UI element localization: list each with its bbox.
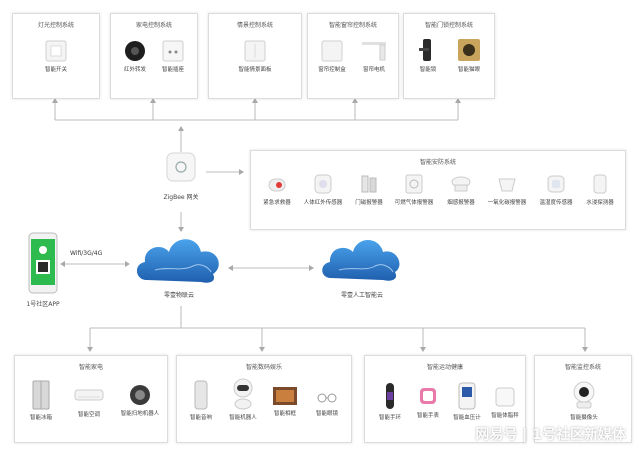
system-box-lighting: 灯光控制系统 智能开关 [12, 13, 100, 99]
robot-icon [233, 378, 253, 410]
robot-vacuum-icon [130, 385, 150, 405]
ai-cloud: 零壹人工智能云 [312, 228, 412, 299]
system-title: 智能安防系统 [419, 159, 456, 166]
system-box-security: 智能安防系统 紧急求救器 人体红外传感器 门磁报警器 可燃气体报警器 [250, 150, 626, 230]
water-leak-sensor-icon [593, 174, 607, 194]
smart-glasses-icon [317, 393, 337, 403]
smart-speaker-icon [194, 380, 208, 410]
system-title: 智能运动健康 [426, 364, 463, 371]
cloud-icon [136, 239, 219, 283]
ir-blaster-icon [125, 41, 145, 61]
device-label: 智能音响 [189, 415, 212, 421]
cloud-icon [322, 240, 400, 281]
device-label: 智能相框 [273, 411, 296, 417]
smart-socket-icon [162, 40, 184, 62]
phone-icon [28, 232, 58, 294]
device-label: 紧急求救器 [263, 200, 291, 206]
watermark: 网易号 | 1号社区新媒体 [475, 427, 626, 443]
device-label: 可燃气体报警器 [394, 200, 434, 206]
system-box-smart-appliance: 智能家电 智能冰箱 智能空调 智能扫地机器人 [14, 355, 168, 443]
device-label: 智能开关 [44, 67, 67, 73]
system-title: 智能家电 [78, 364, 103, 371]
door-sensor-icon [361, 175, 377, 193]
device-label: 一氧化碳报警器 [487, 200, 527, 206]
smart-band-icon [386, 383, 394, 409]
device-label: 窗帘电机 [362, 67, 385, 73]
iot-cloud: 零壹物联云 [128, 226, 230, 299]
device-label: 智能血压计 [453, 415, 481, 421]
system-title: 智能窗帘控制系统 [328, 22, 377, 29]
device-label: 智能冰箱 [29, 415, 52, 421]
app-label: 1号社区APP [26, 301, 60, 308]
body-fat-scale-icon [495, 387, 515, 407]
smoke-detector-icon [451, 176, 471, 192]
emergency-button-icon [268, 178, 286, 192]
link-label: Wifi/3G/4G [70, 250, 103, 257]
system-box-surveillance: 智能监控系统 智能摄像头 [534, 355, 632, 443]
device-label: 智能插座 [161, 67, 184, 73]
device-label: 智能空调 [77, 412, 100, 418]
community-app: 1号社区APP [20, 232, 66, 308]
device-label: 智能扫地机器人 [120, 411, 160, 417]
curtain-controller-icon [321, 40, 343, 62]
device-label: 智能机器人 [229, 415, 257, 421]
device-label: 智能情景面板 [238, 67, 272, 73]
device-label: 人体红外传感器 [303, 200, 343, 206]
device-label: 智能体脂秤 [491, 413, 519, 419]
device-label: 红外转发 [123, 67, 146, 73]
gas-detector-icon [405, 174, 423, 194]
scene-panel-icon [244, 40, 266, 62]
smart-peephole-icon [458, 39, 480, 61]
zigbee-gateway: ZigBee 网关 [156, 152, 206, 201]
air-conditioner-icon [74, 389, 104, 401]
gateway-label: ZigBee 网关 [163, 194, 199, 201]
device-label: 智能摄像头 [570, 415, 598, 421]
device-label: 门磁报警器 [355, 200, 383, 206]
photo-frame-icon [273, 387, 297, 405]
device-label: 智能手环 [378, 415, 401, 421]
system-title: 情景控制系统 [236, 22, 273, 29]
system-box-appliance: 家电控制系统 红外转发 智能插座 [110, 13, 198, 99]
device-label: 智能眼镜 [315, 411, 338, 417]
smart-camera-icon [573, 381, 595, 409]
gateway-icon [166, 152, 196, 182]
system-box-curtain: 智能窗帘控制系统 窗帘控制盒 窗帘电机 [307, 13, 399, 99]
curtain-motor-icon [362, 42, 386, 61]
system-title: 智能监控系统 [564, 364, 601, 371]
iot-cloud-label: 零壹物联云 [163, 292, 194, 299]
device-label: 窗帘控制盒 [318, 67, 346, 73]
ai-cloud-label: 零壹人工智能云 [340, 292, 383, 299]
temp-humidity-sensor-icon [547, 175, 565, 193]
device-label: 烟感报警器 [447, 200, 475, 206]
system-box-digital-entertainment: 智能数码娱乐 智能音响 智能机器人 智能相框 智能眼镜 [176, 355, 352, 443]
smart-watch-icon [420, 388, 436, 404]
system-box-scene: 情景控制系统 智能情景面板 [208, 13, 302, 99]
system-title: 家电控制系统 [135, 22, 172, 29]
co-detector-icon [498, 178, 516, 192]
fridge-icon [32, 380, 50, 410]
system-box-sports-health: 智能运动健康 智能手环 智能手表 智能血压计 智能体脂秤 [364, 355, 526, 443]
device-label: 温湿度传感器 [539, 200, 573, 206]
device-label: 智能锁 [419, 67, 437, 73]
device-label: 智能手表 [416, 413, 439, 419]
blood-pressure-monitor-icon [458, 382, 476, 410]
system-box-door-lock: 智能门锁控制系统 智能锁 智能猫眼 [403, 13, 495, 99]
smart-lock-icon [419, 39, 431, 61]
system-title: 智能门锁控制系统 [424, 22, 473, 29]
device-label: 水浸探测器 [586, 200, 614, 206]
system-title: 智能数码娱乐 [245, 364, 282, 371]
smart-switch-icon [45, 40, 67, 62]
pir-sensor-icon [314, 174, 332, 194]
device-label: 智能猫眼 [457, 67, 480, 73]
system-title: 灯光控制系统 [37, 22, 74, 29]
